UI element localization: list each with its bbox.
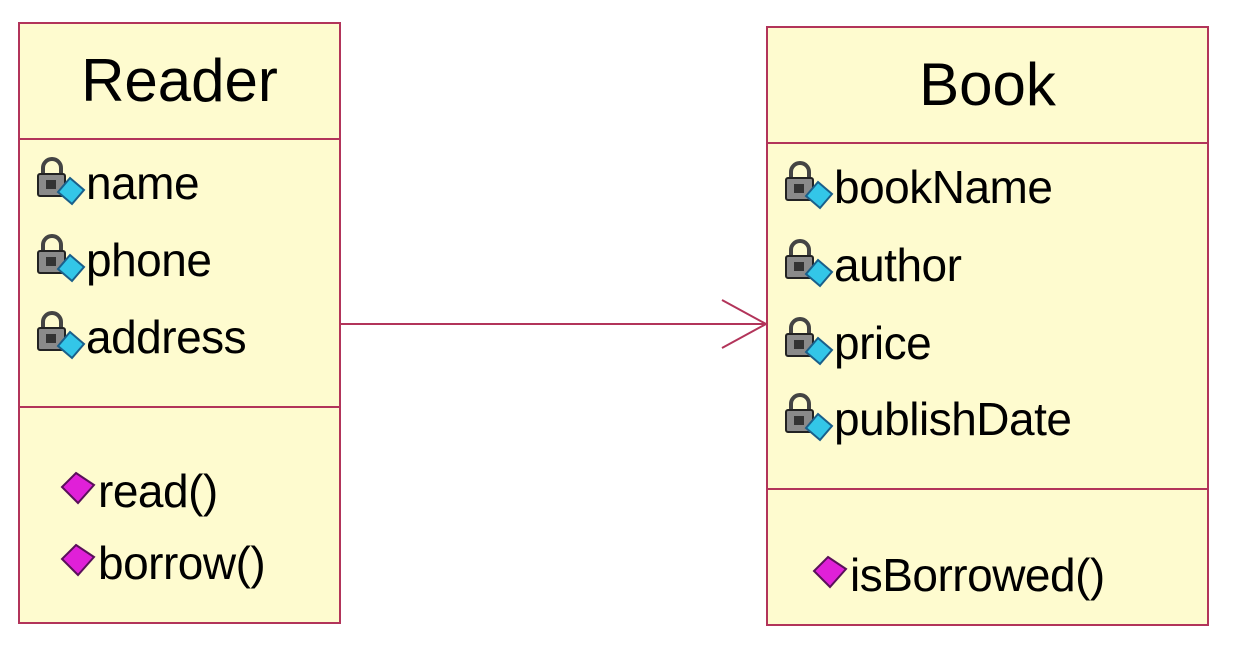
private-attribute-icon — [785, 239, 834, 288]
public-operation-icon — [812, 555, 848, 589]
attribute-row[interactable]: phone — [34, 229, 212, 291]
operation-row[interactable]: borrow() — [58, 532, 266, 594]
private-attribute-icon — [37, 234, 86, 283]
attributes-compartment — [20, 140, 339, 408]
private-attribute-icon — [785, 317, 834, 366]
private-attribute-icon — [785, 393, 834, 442]
attribute-label: address — [86, 311, 247, 363]
attribute-label: bookName — [834, 161, 1053, 213]
attribute-label: publishDate — [834, 393, 1072, 445]
attribute-row[interactable]: author — [782, 234, 962, 296]
public-operation-icon — [60, 543, 96, 577]
class-name: Book — [768, 28, 1207, 144]
open-arrowhead — [721, 299, 769, 349]
attribute-row[interactable]: name — [34, 152, 200, 214]
operation-label: isBorrowed() — [850, 549, 1105, 601]
operation-row[interactable]: isBorrowed() — [810, 544, 1105, 606]
operation-label: borrow() — [98, 537, 266, 589]
public-operation-icon — [60, 471, 96, 505]
private-attribute-icon — [37, 157, 86, 206]
reader-class[interactable]: Reader name phone address — [18, 22, 341, 624]
book-class[interactable]: Book bookName author price — [766, 26, 1209, 626]
class-name: Reader — [20, 24, 339, 140]
attribute-row[interactable]: address — [34, 306, 247, 368]
attribute-label: author — [834, 239, 962, 291]
attribute-row[interactable]: bookName — [782, 156, 1053, 218]
attribute-label: price — [834, 317, 932, 369]
attribute-label: phone — [86, 234, 212, 286]
attribute-row[interactable]: publishDate — [782, 388, 1072, 450]
attributes-compartment — [768, 144, 1207, 490]
private-attribute-icon — [785, 161, 834, 210]
operation-row[interactable]: read() — [58, 460, 218, 522]
private-attribute-icon — [37, 311, 86, 360]
attribute-label: name — [86, 157, 200, 209]
attribute-row[interactable]: price — [782, 312, 932, 374]
operation-label: read() — [98, 465, 218, 517]
